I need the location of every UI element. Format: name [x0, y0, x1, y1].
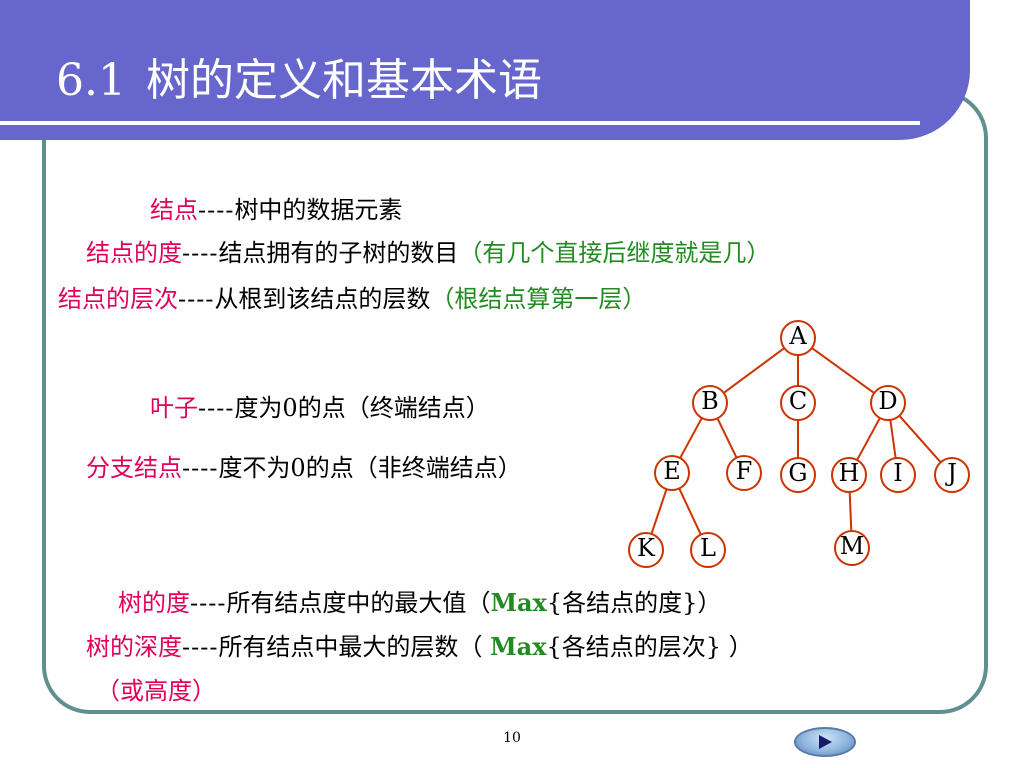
tree-edge-E-K: [650, 488, 668, 535]
note-suffix: ）: [697, 589, 722, 617]
note: {各结点的层次}: [546, 633, 722, 661]
description: 结点拥有的子树的数目: [218, 239, 459, 267]
term: 叶子: [150, 394, 198, 422]
tree-node-circle: [834, 530, 870, 566]
term: 分支结点: [86, 454, 182, 482]
tree-node-circle: [692, 385, 728, 421]
description: 度为0的点（终端结点）: [234, 394, 490, 422]
tree-edge-D-H: [856, 417, 881, 461]
tree-node-circle: [780, 457, 816, 493]
page-number: 10: [503, 730, 521, 746]
tree-node-label: D: [878, 387, 897, 415]
tree-node-label: I: [893, 459, 902, 487]
definition-branch-node: 分支结点----度不为0的点（非终端结点）: [86, 453, 522, 483]
term: 树的度: [118, 589, 190, 617]
tree-node-label: G: [788, 459, 807, 487]
next-slide-button[interactable]: [794, 727, 856, 757]
dash: ----: [198, 196, 235, 224]
title-number: 6.1: [56, 55, 126, 106]
tree-node-circle: [690, 532, 726, 568]
term: 结点的度: [86, 239, 182, 267]
tree-node-label: J: [944, 459, 957, 487]
definition-node-degree: 结点的度----结点拥有的子树的数目（有几个直接后继度就是几）: [86, 238, 770, 268]
tree-node-circle: [726, 455, 762, 491]
tree-node-M: M: [834, 530, 870, 566]
tree-node-I: I: [880, 457, 916, 493]
note: （有几个直接后继度就是几）: [458, 239, 771, 267]
content-frame: [42, 90, 988, 714]
title-text: 树的定义和基本术语: [145, 55, 542, 106]
description: 度不为0的点（非终端结点）: [218, 454, 522, 482]
title-underline: [0, 121, 920, 125]
play-icon: [819, 735, 832, 749]
tree-node-circle: [780, 385, 816, 421]
tree-node-B: B: [692, 385, 728, 421]
tree-node-label: C: [789, 387, 807, 415]
title-bar: [0, 0, 970, 140]
tree-edge-D-I: [889, 419, 897, 459]
tree-node-A: A: [780, 320, 816, 356]
tree-node-L: L: [690, 532, 726, 568]
tree-node-label: M: [840, 532, 865, 560]
definition-leaf: 叶子----度为0的点（终端结点）: [150, 393, 490, 423]
tree-node-label: K: [637, 534, 656, 562]
definition-node: 结点----树中的数据元素: [150, 195, 402, 225]
dash: ----: [178, 285, 215, 313]
term: 树的深度: [86, 633, 182, 661]
tree-edge-B-F: [716, 417, 738, 459]
tree-node-label: F: [736, 457, 753, 485]
tree-node-circle: [628, 532, 664, 568]
tree-edge-A-B: [723, 347, 785, 394]
tree-node-circle: [880, 457, 916, 493]
tree-edge-B-E: [679, 417, 703, 459]
tree-node-label: A: [788, 322, 807, 350]
tree-node-F: F: [726, 455, 762, 491]
description: 所有结点度中的最大值: [226, 589, 467, 617]
description: 树中的数据元素: [234, 196, 403, 224]
note-prefix: （: [458, 633, 491, 661]
term: 结点: [150, 196, 198, 224]
dash: ----: [190, 589, 227, 617]
description: 从根到该结点的层数: [214, 285, 431, 313]
tree-node-circle: [831, 457, 867, 493]
definition-tree-degree: 树的度----所有结点度中的最大值（Max{各结点的度}）: [118, 588, 721, 618]
note: {各结点的度}: [546, 589, 698, 617]
depth-continuation: （或高度）: [96, 677, 216, 705]
tree-node-E: E: [654, 455, 690, 491]
tree-node-circle: [870, 385, 906, 421]
tree-node-J: J: [934, 457, 970, 493]
tree-node-label: E: [663, 457, 681, 485]
slide-title: 6.1 树的定义和基本术语: [56, 44, 542, 108]
note-bold: Max: [490, 588, 547, 617]
definition-node-level: 结点的层次----从根到该结点的层数（根结点算第一层）: [58, 284, 646, 314]
dash: ----: [182, 239, 219, 267]
dash: ----: [182, 454, 219, 482]
description: 所有结点中最大的层数: [218, 633, 459, 661]
tree-node-C: C: [780, 385, 816, 421]
definition-tree-depth: 树的深度----所有结点中最大的层数（ Max{各结点的层次} ）: [86, 632, 753, 662]
note-suffix: ）: [721, 633, 753, 661]
term: 结点的层次: [58, 285, 178, 313]
dash: ----: [198, 394, 235, 422]
tree-node-label: H: [839, 459, 860, 487]
tree-edge-A-D: [811, 347, 875, 394]
tree-node-label: B: [701, 387, 719, 415]
tree-node-circle: [934, 457, 970, 493]
tree-edge-D-J: [898, 415, 942, 463]
tree-edge-E-L: [678, 487, 702, 536]
note: （根结点算第一层）: [430, 285, 647, 313]
tree-node-label: L: [700, 534, 716, 562]
tree-node-circle: [654, 455, 690, 491]
tree-edge-H-M: [848, 491, 853, 532]
dash: ----: [182, 633, 219, 661]
tree-node-K: K: [628, 532, 664, 568]
tree-node-D: D: [870, 385, 906, 421]
tree-node-H: H: [831, 457, 867, 493]
note-bold: Max: [490, 632, 547, 661]
tree-node-circle: [780, 320, 816, 356]
note-prefix: （: [466, 589, 491, 617]
tree-node-G: G: [780, 457, 816, 493]
